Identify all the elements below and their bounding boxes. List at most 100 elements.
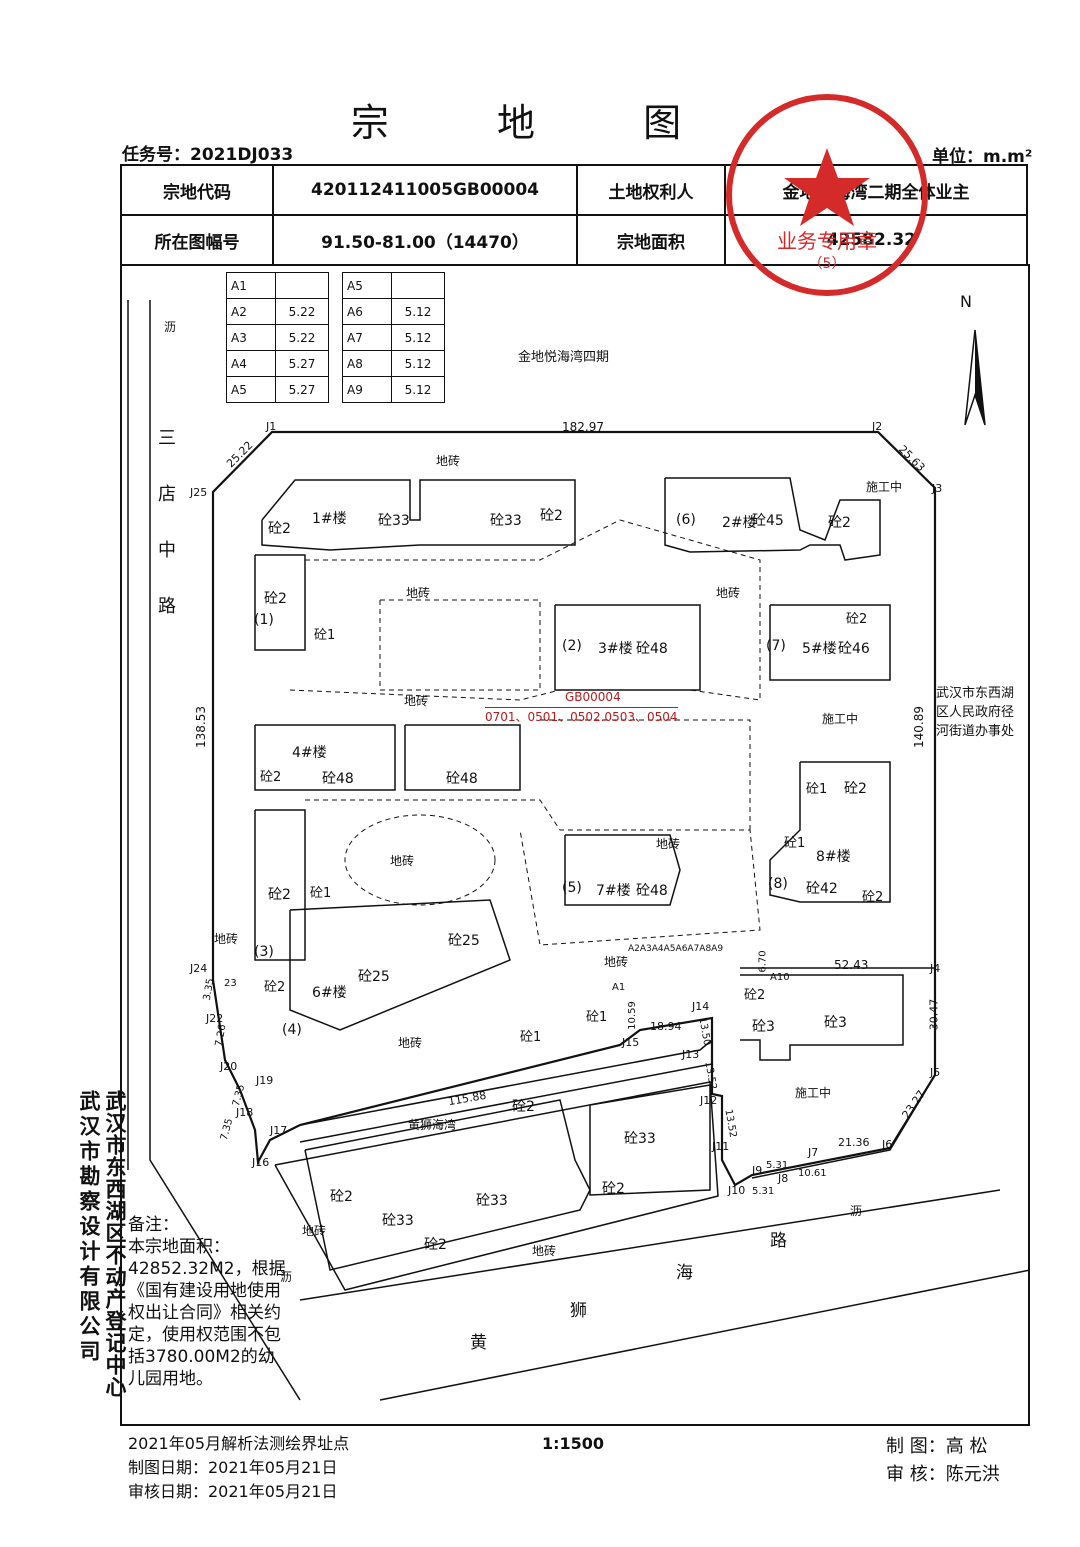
boundary-point: J7 [808,1146,819,1159]
dimension: 21.36 [838,1136,870,1149]
dimension: 10.61 [798,1168,827,1179]
struct-label: 砼2 [264,980,286,995]
parcel-info-table: 宗地代码 420112411005GB00004 土地权利人 金地悦海湾二期全体… [120,164,1028,266]
south-road-char: 黄 [470,1333,487,1353]
struct-label: 砼45 [752,513,784,529]
path-dashed [379,599,541,691]
building-outline [554,604,701,691]
seal-purpose: 业务专用章 [777,229,877,253]
struct-label: 砼2 [744,988,766,1003]
coord-val: 5.27 [275,350,329,377]
brick-label: 地砖 [302,1224,327,1238]
coord-id: A6 [342,298,392,325]
building-outline [289,899,511,1031]
brick-label: 地砖 [656,837,681,851]
struct-label: 砼33 [476,1193,508,1209]
boundary-point: J11 [712,1140,730,1153]
boundary-point: A10 [770,972,790,983]
building-outline [664,477,881,561]
asphalt-label: 沥 [280,1270,293,1284]
boundary-point: J6 [882,1138,893,1151]
dimension: 52.43 [834,958,869,972]
struct-label: 砼2 [862,890,884,905]
struct-label: 砼2 [846,612,868,627]
lot-number: (1) [254,612,274,628]
boundary-point: J17 [270,1124,288,1137]
boundary-point: J25 [190,486,208,499]
path-dashed [540,719,751,830]
boundary-point: J2 [872,420,883,433]
brick-label: 地砖 [406,586,431,600]
struct-label: 砼3 [752,1019,775,1035]
struct-label: 砼2 [828,515,851,531]
building-label: 2#楼 [722,515,757,531]
building-outline [769,604,891,681]
side-org-1: 武汉市勘察设计有限公司 [77,1090,101,1365]
lot-number: (8) [768,876,788,892]
area-label: 宗地面积 [576,214,726,266]
remarks-title: 备注： [128,1215,179,1235]
struct-label: 砼33 [382,1213,414,1229]
path-dashed [305,519,761,701]
coord-val: 5.12 [391,376,445,403]
remarks: 备注： 本宗地面积：42852.32M2，根据《国有建设用地使用权出让合同》相关… [128,1214,288,1390]
struct-label: 砼33 [624,1131,656,1147]
construction-label: 施工中 [795,1086,832,1100]
dimension: 30.47 [927,998,941,1031]
struct-label: 砼48 [636,883,668,899]
lot-number: (6) [676,512,696,528]
page-title: 宗 地 图 [350,101,730,145]
coord-id: A3 [226,324,276,351]
north-arrow-icon [964,329,986,426]
boundary-point: J19 [256,1074,274,1087]
coord-val [275,272,329,299]
dimension: 10.59 [626,1001,638,1030]
west-road-label: 三店中路 [155,428,176,652]
struct-label: 砼33 [490,513,522,529]
side-org-2: 武汉市东西湖区不动产登记中心 [103,1090,127,1398]
struct-label: 砼2 [264,591,287,607]
unit-label: 单位：m.m² [932,147,1033,167]
parcel-code-map: GB00004 [565,690,621,704]
a-sequence: A2A3A4A5A6A7A8A9 [628,944,724,954]
boundary-point: J14 [692,1000,710,1013]
lot-number: (4) [282,1022,302,1038]
building-label: 7#楼 [596,883,631,899]
coord-id: A5 [342,272,392,299]
struct-label: 砼2 [330,1189,353,1205]
brick-label: 地砖 [436,454,461,468]
boundary-point: J10 [728,1184,746,1197]
parcel-boundary [211,430,937,1187]
coord-val: 5.12 [391,298,445,325]
south-road-char: 狮 [570,1301,587,1321]
east-neighbor: 武汉市东西湖区人民政府径河街道办事处 [936,686,1015,739]
brick-label: 地砖 [532,1244,557,1258]
struct-label: 砼33 [378,513,410,529]
south-block [274,1081,719,1291]
coord-val: 5.27 [275,376,329,403]
draw-date: 制图日期：2021年05月21日 [128,1458,338,1477]
unit-list-map: 0701、0501、0502.0503、0504 [485,707,678,725]
lot-number: (5) [562,880,582,896]
coord-val: 5.12 [391,324,445,351]
dimension: 5.31 [766,1160,789,1171]
struct-label: 砼1 [586,1010,608,1025]
reviewer: 审 核：陈元洪 [886,1464,1000,1485]
map-frame [120,264,1030,1426]
coord-val: 5.22 [275,324,329,351]
coord-val [391,272,445,299]
path-dashed [305,799,761,946]
struct-label: 砼2 [424,1237,447,1253]
neighbor-north: 金地悦海湾四期 [518,350,610,365]
boundary-point: J4 [930,962,941,975]
dimension: 182.97 [562,420,604,434]
boundary-point: J20 [220,1060,238,1073]
building-outline [589,1084,711,1196]
boundary-point: J18 [236,1106,254,1119]
brick-label: 地砖 [716,586,741,600]
building-outline [254,554,306,651]
struct-label: 砼2 [268,887,291,903]
task-number: 任务号：2021DJ033 [122,145,294,165]
boundary-point: J5 [930,1066,941,1079]
